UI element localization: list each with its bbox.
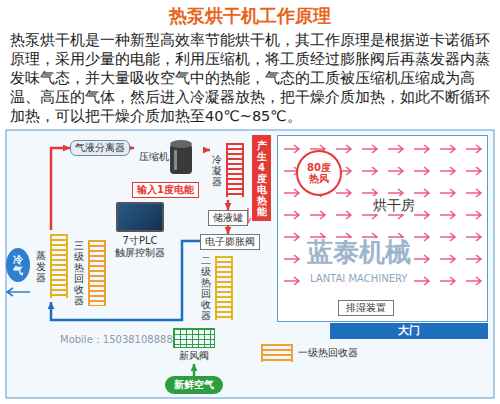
intro-paragraph: 热泵烘干机是一种新型高效率节能烘干机，其工作原理是根据逆卡诺循环原理，采用少量的… [10, 31, 490, 126]
node-text: 一级热回收器 [295, 347, 361, 359]
coil-pattern [261, 344, 293, 362]
watermark: Mobile：15038108888 [60, 334, 173, 346]
compressor-shine [174, 150, 177, 170]
power-input-box: 输入1度电能 [132, 182, 199, 198]
node-text: 80度热风 [303, 162, 335, 184]
expansion-valve: 电子膨胀阀 [200, 234, 260, 250]
heat-recovery-coil: 三级热回收器 [72, 236, 108, 310]
hot-air-arrows [280, 138, 485, 298]
refrigerant-pipe [51, 148, 70, 230]
valve-grille [173, 328, 215, 348]
heat-recovery-coil: 二级热回收器 [192, 252, 242, 324]
coil-pattern [88, 240, 106, 307]
node-text: 气液分离器 [72, 142, 128, 154]
watermark: LANTAI MACHINERY [308, 273, 409, 285]
room-ground [277, 135, 488, 322]
refrigerant-pipe [227, 226, 230, 234]
touch-screen [116, 202, 164, 232]
refrigerant-pipe [227, 200, 230, 210]
node-text: 新鲜空气 [171, 379, 217, 391]
node-text: 冷气 [11, 253, 25, 277]
node-text: 冷凝器 [210, 153, 224, 188]
evaporator-coil: 蒸发器 [34, 230, 70, 302]
title: 热泵烘干机工作原理 [0, 4, 500, 28]
condenser-coil: 冷凝器 [210, 140, 246, 200]
coil-pattern [50, 234, 68, 299]
plc-controller: 7寸PLC 触屏控制器 [108, 200, 172, 260]
fresh-air-valve: 新风阀 [170, 326, 218, 364]
node-text: 储液罐 [210, 212, 246, 224]
compressor-body [170, 144, 192, 174]
heat-recovery-coil: 一级热回收器 [258, 342, 362, 364]
node-text: 大门 [395, 325, 423, 338]
node-text: 蒸发器 [34, 249, 48, 284]
compressor-top [170, 140, 192, 148]
fresh-air-badge: 新鲜空气 [165, 376, 223, 394]
node-text: 三级热回收器 [72, 239, 86, 307]
refrigerant-pipe [193, 364, 196, 376]
node-text: 输入1度电能 [134, 184, 197, 196]
compressor-label: 压缩机 [134, 136, 206, 178]
coil-pattern [226, 143, 244, 197]
refrigerant-pipe [206, 149, 210, 152]
node-text: 新风阀 [176, 350, 212, 362]
node-text: 烘干房 [370, 196, 418, 214]
cold-air-circle: 冷气 [6, 248, 30, 282]
coil-pattern [215, 256, 233, 321]
cold-air-arrow-line [7, 288, 30, 296]
dehumidifier-box: 排湿装置 [338, 300, 394, 316]
heat-output-band: 产生4度电热能 [252, 135, 271, 221]
receiver-tank: 储液罐 [208, 210, 248, 226]
node-text: 排湿装置 [343, 302, 389, 314]
hot-air-circle: 80度热风 [296, 150, 342, 196]
node-text: 电子膨胀阀 [202, 236, 258, 248]
watermark: 蓝泰机械 [305, 238, 413, 268]
door-band: 大门 [330, 323, 488, 339]
separator-tank: 气液分离器 [70, 140, 130, 156]
compressor-symbol [170, 140, 192, 174]
node-text: 二级热回收器 [199, 254, 213, 322]
drying-room: 烘干房 80度热风排湿装置 [277, 135, 488, 322]
node-text: 7寸PLC 触屏控制器 [112, 235, 168, 258]
node-text: 产生4度电热能 [255, 139, 269, 218]
refrigerant-pipe [130, 147, 134, 150]
diagram-frame [6, 130, 494, 398]
cold-air-arrow [7, 288, 30, 296]
node-text: 压缩机 [136, 151, 172, 163]
